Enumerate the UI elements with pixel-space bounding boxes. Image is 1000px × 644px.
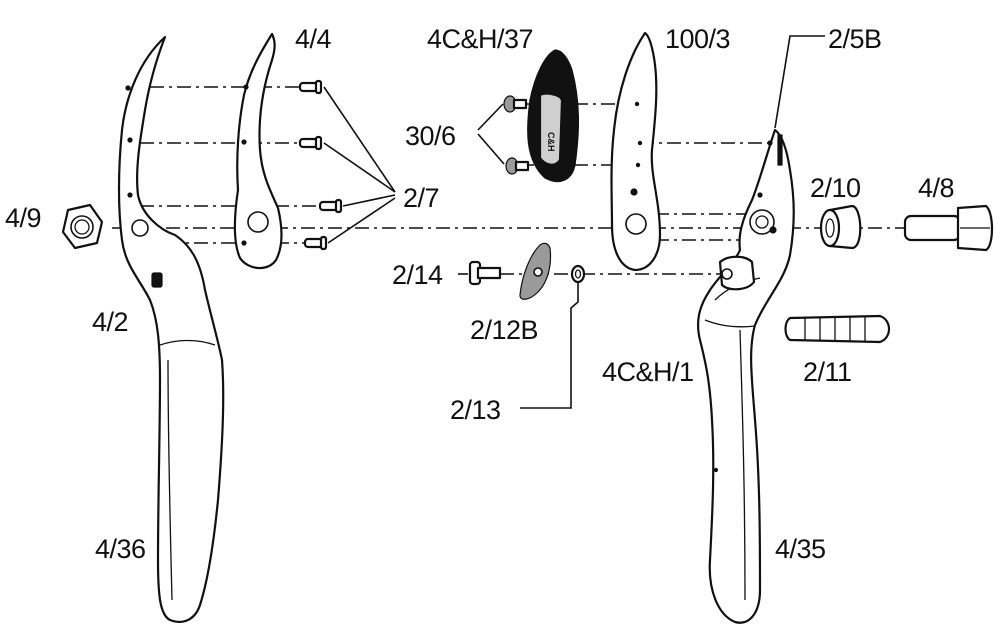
label-2-10: 2/10 — [810, 173, 861, 203]
anvil-plate-2-12b — [519, 242, 552, 300]
screw — [505, 157, 530, 175]
label-2-11: 2/11 — [803, 357, 852, 387]
nut-4-9 — [61, 203, 104, 250]
label-2-13: 2/13 — [450, 395, 501, 425]
screw-2-14 — [468, 260, 502, 286]
label-4-2: 4/2 — [92, 307, 128, 337]
right-handle-4-35 — [696, 128, 795, 624]
pin — [298, 79, 323, 95]
pin — [298, 135, 323, 151]
left-handle-4-36 — [117, 35, 225, 623]
label-2-12b: 2/12B — [470, 315, 538, 345]
cutting-blade-100-3 — [610, 31, 662, 272]
spring-2-11 — [784, 314, 891, 344]
label-4-8: 4/8 — [918, 173, 954, 203]
washer-2-13 — [570, 264, 586, 284]
screws-leader-lines — [477, 103, 505, 165]
blade-plate-4ch-37: C&H — [527, 49, 580, 183]
blade-logo: C&H — [546, 132, 556, 152]
label-4-35: 4/35 — [775, 534, 826, 564]
label-4ch-1: 4C&H/1 — [602, 357, 694, 387]
bushing-2-10 — [819, 204, 862, 250]
pin — [303, 235, 328, 251]
pin — [318, 198, 343, 214]
label-4-9: 4/9 — [5, 203, 41, 233]
label-2-14: 2/14 — [392, 260, 443, 290]
label-2-7: 2/7 — [403, 183, 439, 213]
screw — [503, 95, 528, 113]
label-4-4: 4/4 — [295, 24, 332, 54]
leaders-misc — [458, 35, 825, 409]
label-4-36: 4/36 — [95, 534, 146, 564]
label-100-3: 100/3 — [665, 24, 730, 54]
label-4ch-37: 4C&H/37 — [427, 24, 533, 54]
screws-30-6 — [503, 95, 530, 175]
label-2-5b: 2/5B — [828, 24, 882, 54]
pins-2-7 — [298, 79, 343, 251]
pins-leader-lines — [323, 86, 396, 244]
bolt-4-8 — [903, 204, 994, 252]
part-labels: 4/4 4C&H/37 100/3 2/5B 30/6 2/7 4/9 2/10… — [5, 24, 955, 564]
label-30-6: 30/6 — [405, 121, 456, 151]
counter-blade-4-4 — [233, 32, 283, 270]
